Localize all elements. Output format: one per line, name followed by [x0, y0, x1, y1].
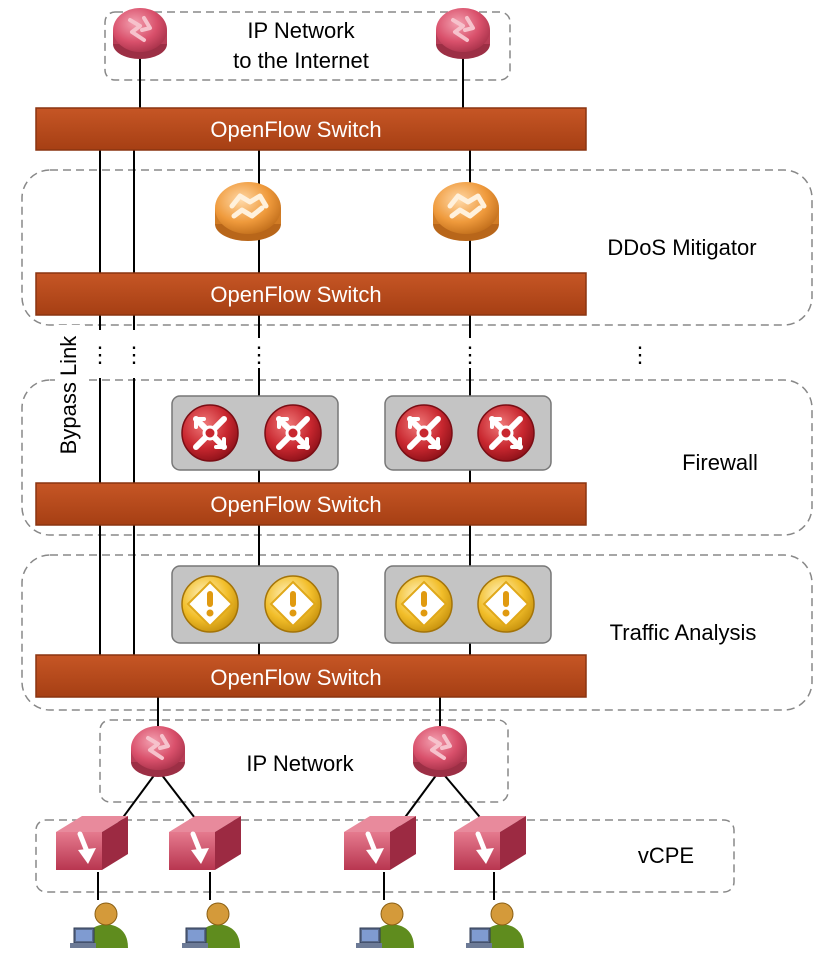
internet-group-border [104, 11, 511, 81]
openflow-switch-1-label: OpenFlow Switch [210, 117, 381, 142]
ids-icon [395, 575, 453, 633]
vcpe-label: vCPE [638, 843, 694, 868]
vcpe-icon [169, 816, 241, 870]
openflow-switch-3-label: OpenFlow Switch [210, 492, 381, 517]
user-computer-icon [465, 902, 525, 949]
user-computer-icon [181, 902, 241, 949]
ddos-group-border [21, 169, 813, 326]
continuation-dots: ⋮ [629, 342, 651, 367]
ddos-router-icon [433, 182, 499, 241]
openflow-switch-3 [35, 482, 587, 526]
ids-icon [181, 575, 239, 633]
openflow-switch-2 [35, 272, 587, 316]
continuation-dots: ⋮ [123, 342, 145, 367]
continuation-dots: ⋮ [459, 342, 481, 367]
firewall-icon [182, 405, 238, 461]
ids-icon [477, 575, 535, 633]
ddos-label: DDoS Mitigator [607, 235, 756, 260]
traffic-group-border [21, 554, 813, 711]
ip-network-label: IP Network [246, 751, 354, 776]
openflow-switch-2-label: OpenFlow Switch [210, 282, 381, 307]
vcpe-icon [56, 816, 128, 870]
openflow-switch-4-label: OpenFlow Switch [210, 665, 381, 690]
continuation-dots: ⋮ [248, 342, 270, 367]
vcpe-icon [454, 816, 526, 870]
firewall-label: Firewall [682, 450, 758, 475]
openflow-switch-4 [35, 654, 587, 698]
router-icon [129, 724, 187, 779]
firewall-icon [396, 405, 452, 461]
openflow-switch-1 [35, 107, 587, 151]
bypass-link-label: Bypass Link [56, 335, 81, 455]
firewall-icon [265, 405, 321, 461]
router-icon [411, 724, 469, 779]
router-icon [111, 6, 169, 61]
internet-label-line2: to the Internet [233, 48, 369, 73]
traffic-analysis-label: Traffic Analysis [610, 620, 757, 645]
continuation-dots: ⋮ [89, 342, 111, 367]
ip-network-group-border [99, 719, 509, 803]
internet-label-line1: IP Network [247, 18, 355, 43]
bypass-label-bg [55, 325, 85, 465]
firewall-icon [478, 405, 534, 461]
router-icon [434, 6, 492, 61]
user-computer-icon [355, 902, 415, 949]
vcpe-icon [344, 816, 416, 870]
ddos-router-icon [215, 182, 281, 241]
firewall-group-border [21, 379, 813, 536]
ids-icon [264, 575, 322, 633]
user-computer-icon [69, 902, 129, 949]
